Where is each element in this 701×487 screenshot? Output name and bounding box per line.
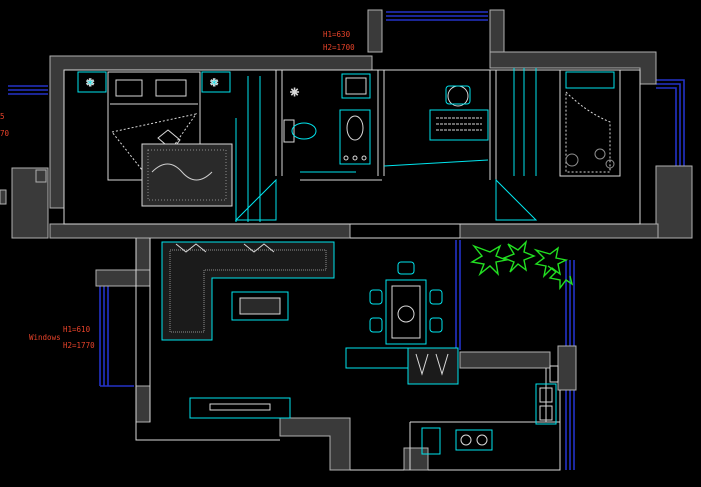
left-window-label: Windows: [29, 333, 61, 342]
desk-icon: [429, 85, 489, 141]
edge-label-bottom: 70: [0, 129, 10, 138]
svg-text:✱: ✱: [210, 78, 218, 89]
doors: [234, 68, 538, 222]
left-window-h1-label: H1=610: [63, 325, 91, 334]
walls: [11, 9, 693, 471]
svg-text:✱: ✱: [86, 78, 94, 89]
edge-label-top: 5: [0, 112, 5, 121]
plant-icon: [470, 239, 574, 291]
top-window-h2-label: H2=1700: [323, 43, 355, 52]
svg-text:✳: ✳: [290, 86, 299, 99]
second-bed-icon: [559, 69, 621, 177]
coffee-table: [231, 291, 289, 321]
left-window-h2-label: H2=1770: [63, 341, 95, 350]
top-window-h1-label: H1=630: [323, 30, 351, 39]
wall-markers: [0, 169, 47, 205]
rug-icon: [141, 143, 233, 207]
toilet-icon: [283, 119, 317, 143]
tv-cabinet: [189, 397, 291, 419]
dining-table-icon: [345, 261, 459, 385]
sink-icon: [339, 73, 371, 165]
interior-walls: [63, 69, 641, 471]
stove-icon: [421, 365, 559, 455]
sofa-icon: [161, 241, 335, 341]
bathroom: ✳: [283, 73, 371, 165]
